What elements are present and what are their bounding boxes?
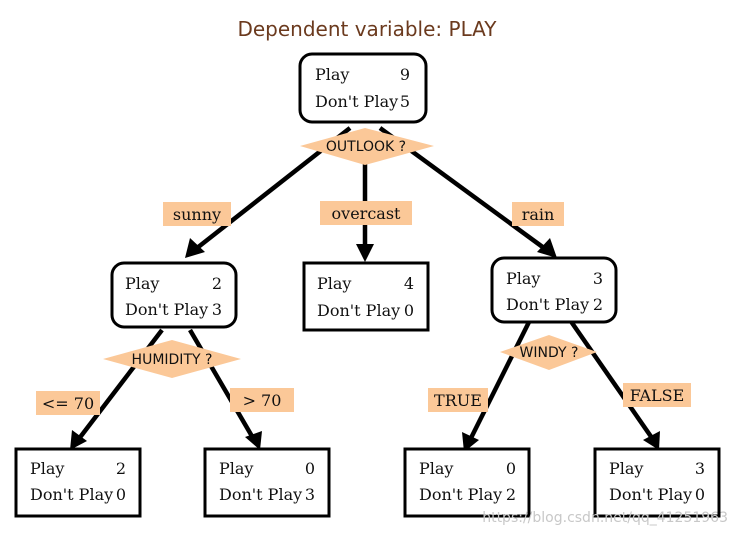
decision-outlook-text: OUTLOOK ? [326, 139, 406, 155]
node-overcast-play-label: Play [317, 274, 351, 293]
arrowhead-overcast [356, 244, 374, 262]
node-root-dontplay-label: Don't Play [315, 92, 398, 111]
edge-label-overcast: overcast [320, 201, 412, 225]
node-humidity-high: Play 0 Don't Play 3 [203, 447, 331, 518]
decision-windy-diamond [500, 335, 597, 370]
edge-label-gt70-text: > 70 [243, 391, 282, 410]
watermark-text: https://blog.csdn.net/qq_41251963 [482, 510, 728, 526]
node-root-play-value: 9 [400, 65, 410, 84]
node-humidity-low: Play 2 Don't Play 0 [14, 447, 142, 518]
edge-label-false-text: FALSE [630, 386, 685, 405]
node-windy-true-box [403, 447, 531, 518]
decision-outlook: OUTLOOK ? [300, 128, 434, 165]
edge-label-true: TRUE [428, 388, 488, 412]
node-humidity-low-dontplay-value: 0 [116, 485, 126, 504]
edge-label-gt70: > 70 [230, 388, 294, 412]
edge-rain-windy-false [568, 318, 654, 440]
node-windy-false-dontplay-label: Don't Play [609, 485, 692, 504]
node-root-box [298, 52, 428, 124]
node-overcast: Play 4 Don't Play 0 [302, 261, 430, 332]
node-humidity-low-play-value: 2 [116, 459, 126, 478]
node-windy-true-dontplay-value: 2 [506, 485, 516, 504]
node-windy-true-play-label: Play [419, 459, 453, 478]
arrowhead-humid-low [70, 430, 87, 450]
node-sunny-dontplay-value: 3 [212, 300, 222, 319]
node-windy-true-play-value: 0 [506, 459, 516, 478]
edge-label-gt70-bg [230, 388, 294, 412]
edge-label-sunny-bg [163, 202, 231, 226]
edge-label-overcast-bg [320, 201, 412, 225]
node-overcast-dontplay-label: Don't Play [317, 301, 400, 320]
edge-label-true-text: TRUE [434, 391, 482, 410]
arrowhead-rain [537, 238, 557, 258]
edge-label-rain-bg [512, 202, 564, 226]
node-sunny-box [110, 261, 238, 329]
edge-label-overcast-text: overcast [332, 204, 402, 223]
node-rain-box [490, 256, 618, 324]
edge-label-true-bg [428, 388, 488, 412]
edge-label-rain-text: rain [522, 205, 555, 224]
node-humidity-high-dontplay-value: 3 [305, 485, 315, 504]
node-windy-false-box [593, 447, 721, 518]
node-overcast-box [302, 261, 430, 332]
arrowhead-windy-false [643, 431, 660, 450]
node-rain-play-value: 3 [593, 269, 603, 288]
node-root-play-label: Play [315, 65, 349, 84]
decision-humidity: HUMIDITY ? [103, 340, 241, 378]
node-windy-false-dontplay-value: 0 [695, 485, 705, 504]
node-humidity-high-dontplay-label: Don't Play [219, 485, 302, 504]
node-humidity-low-dontplay-label: Don't Play [30, 485, 113, 504]
node-rain-dontplay-value: 2 [593, 295, 603, 314]
node-root-dontplay-value: 5 [400, 92, 410, 111]
node-humidity-low-play-label: Play [30, 459, 64, 478]
node-sunny: Play 2 Don't Play 3 [110, 261, 238, 329]
node-humidity-high-play-value: 0 [305, 459, 315, 478]
node-overcast-dontplay-value: 0 [404, 301, 414, 320]
edge-label-le70-text: <= 70 [42, 394, 94, 413]
node-windy-true-dontplay-label: Don't Play [419, 485, 502, 504]
node-rain-play-label: Play [506, 269, 540, 288]
edge-label-sunny: sunny [163, 202, 231, 226]
decision-outlook-diamond [300, 128, 434, 165]
node-windy-false: Play 3 Don't Play 0 [593, 447, 721, 518]
edge-label-false-bg [623, 383, 691, 407]
arrowhead-humid-high [245, 431, 262, 450]
node-overcast-play-value: 4 [404, 274, 414, 293]
node-humidity-high-play-label: Play [219, 459, 253, 478]
decision-humidity-diamond [103, 340, 241, 378]
edge-label-sunny-text: sunny [173, 205, 221, 224]
node-sunny-play-value: 2 [212, 274, 222, 293]
node-rain: Play 3 Don't Play 2 [490, 256, 618, 324]
decision-humidity-text: HUMIDITY ? [132, 352, 213, 368]
edge-label-le70-bg [36, 391, 100, 415]
node-windy-false-play-value: 3 [695, 459, 705, 478]
decision-windy: WINDY ? [500, 335, 597, 370]
node-rain-dontplay-label: Don't Play [506, 295, 589, 314]
node-root: Play 9 Don't Play 5 [298, 52, 428, 124]
arrowhead-sunny [185, 238, 205, 258]
edge-rain-windy-true [467, 318, 533, 442]
edge-label-false: FALSE [623, 383, 691, 407]
arrowhead-windy-true [462, 432, 479, 452]
edge-sunny-humid-high [188, 328, 255, 440]
decision-windy-text: WINDY ? [520, 345, 579, 361]
edge-label-le70: <= 70 [36, 391, 100, 415]
node-windy-true: Play 0 Don't Play 2 [403, 447, 531, 518]
node-sunny-play-label: Play [125, 274, 159, 293]
node-humidity-high-box [203, 447, 331, 518]
node-humidity-low-box [14, 447, 142, 518]
edge-label-rain: rain [512, 202, 564, 226]
node-sunny-dontplay-label: Don't Play [125, 300, 208, 319]
node-windy-false-play-label: Play [609, 459, 643, 478]
diagram-title: Dependent variable: PLAY [237, 17, 497, 41]
